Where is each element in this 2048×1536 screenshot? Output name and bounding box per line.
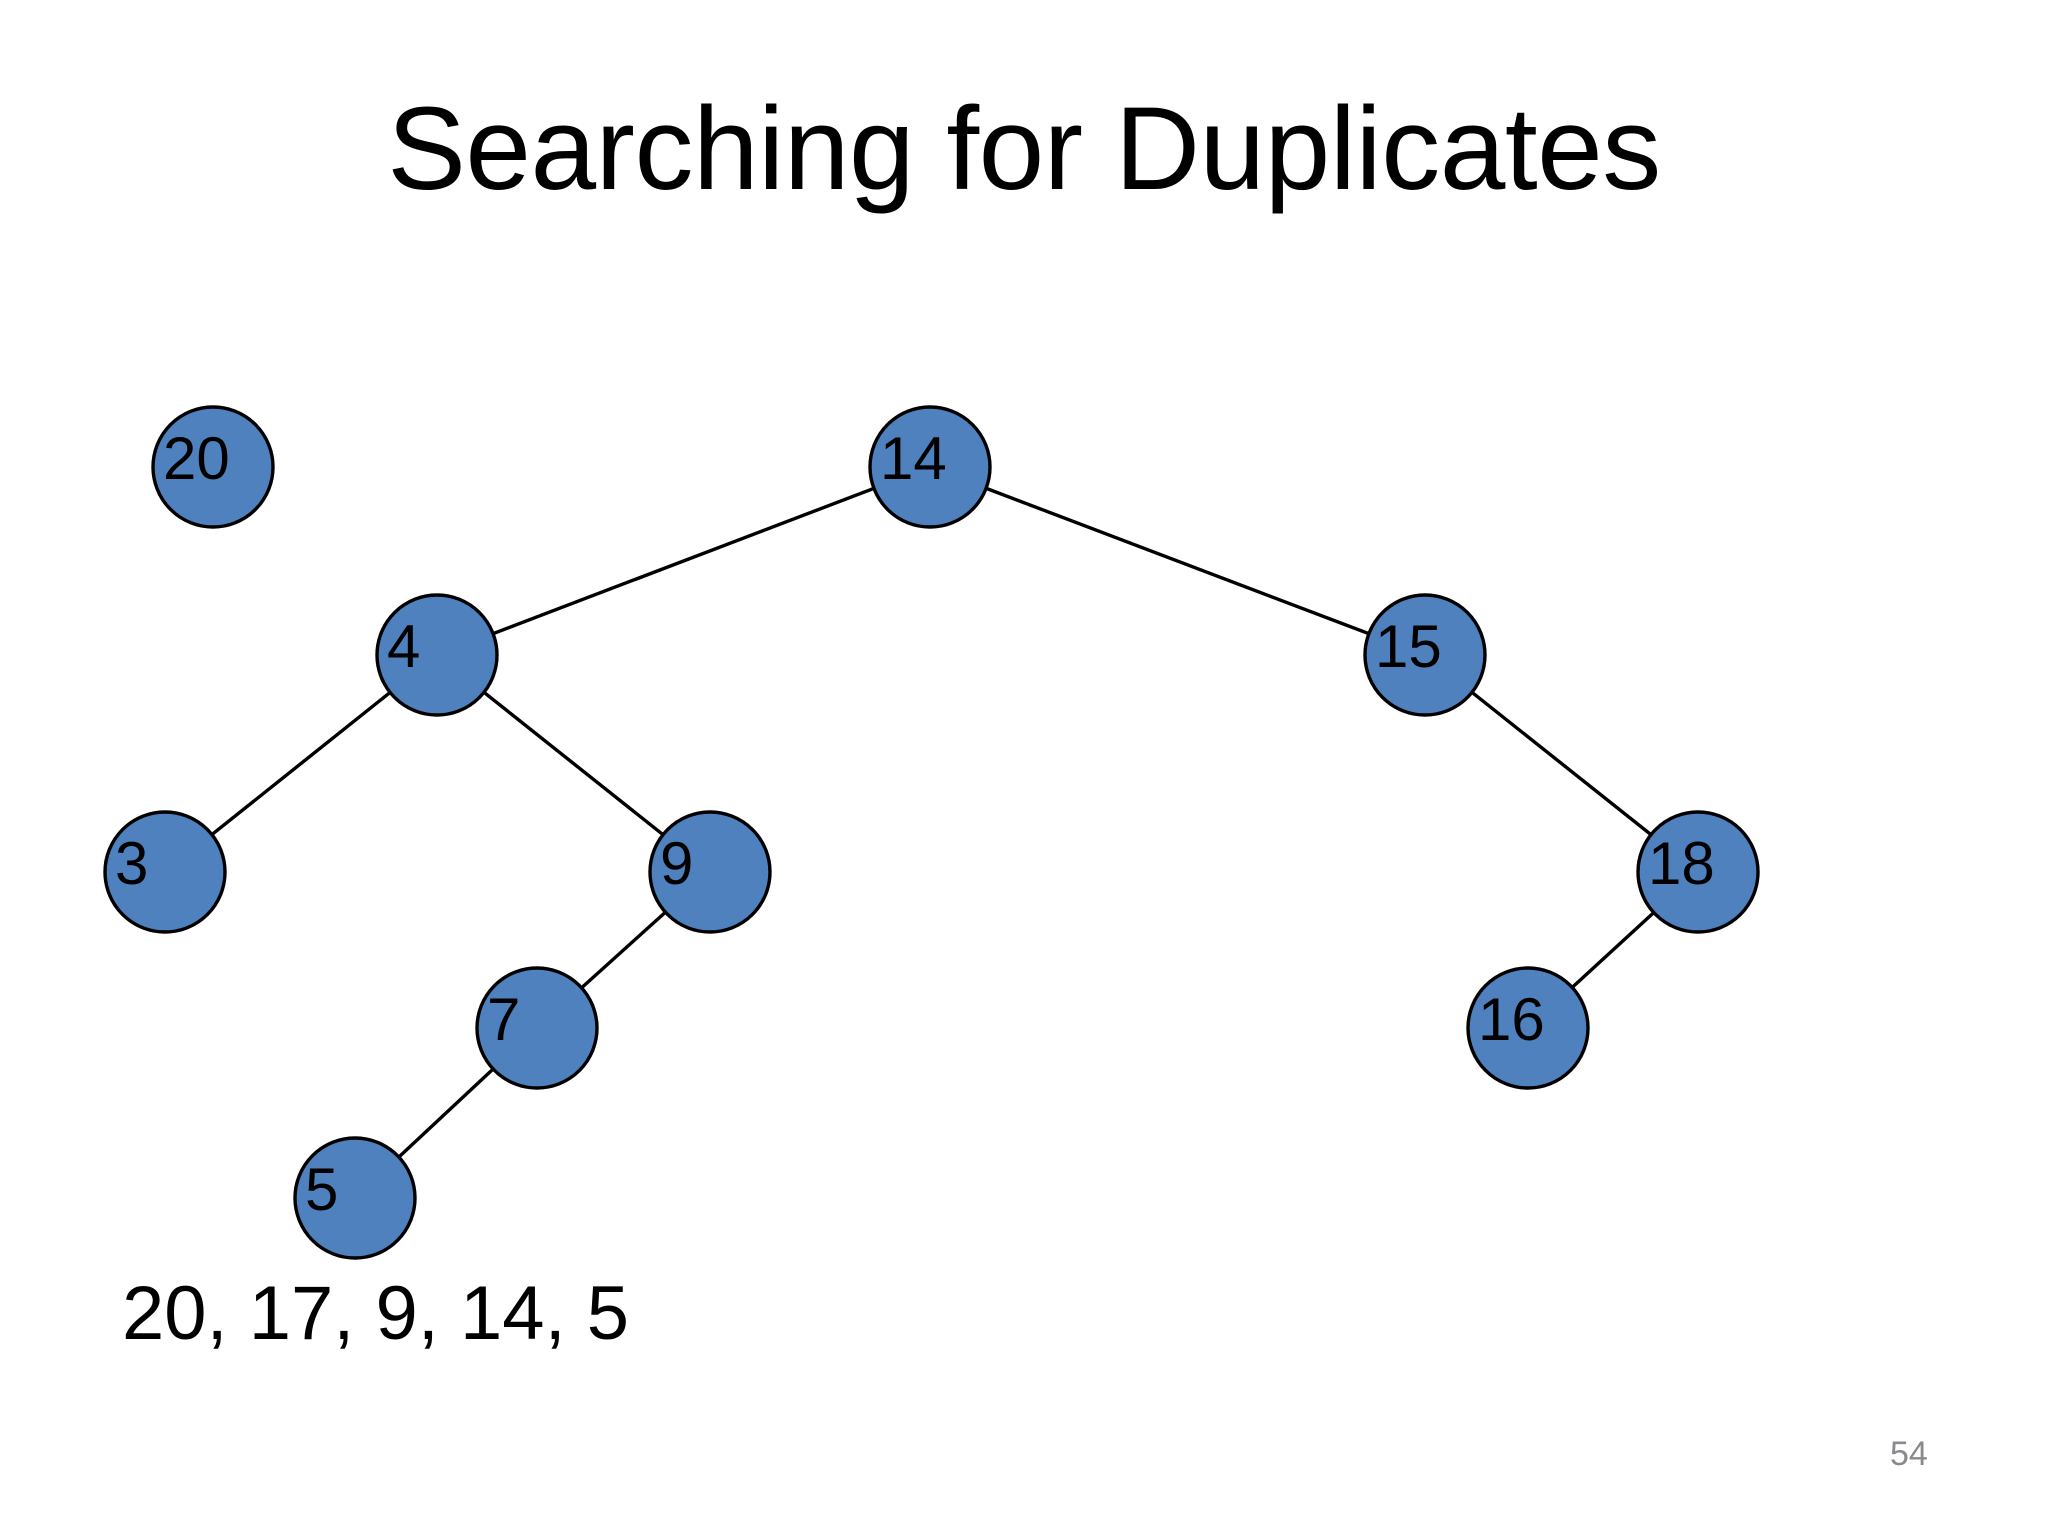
tree-node-circle [648,810,772,934]
tree-node-16[interactable]: 16 [1466,966,1590,1090]
tree-node-circle [103,810,227,934]
tree-node-label: 16 [1478,986,1545,1053]
tree-node-label: 14 [880,425,947,492]
tree-node-circle [1636,810,1760,934]
tree-node-circle [375,593,499,717]
tree-node-label: 3 [115,830,148,897]
tree-edge-18-16 [1568,908,1658,992]
tree-edge-4-9 [479,688,668,839]
tree-node-9[interactable]: 9 [648,810,772,934]
tree-edge-14-15 [981,485,1374,637]
tree-edge-layer [207,485,1658,1162]
tree-node-layer: 20 14 4 15 3 9 18 7 16 5 [103,405,1760,1260]
tree-node-15[interactable]: 15 [1363,593,1487,717]
tree-edge-4-3 [207,688,395,839]
tree-node-14[interactable]: 14 [868,405,992,529]
tree-node-7[interactable]: 7 [475,966,599,1090]
tree-node-3[interactable]: 3 [103,810,227,934]
tree-node-circle [151,405,275,529]
tree-node-circle [868,405,992,529]
tree-node-circle [1466,966,1590,1090]
tree-edge-14-4 [488,485,879,637]
tree-node-label: 5 [305,1156,338,1223]
tree-node-label: 15 [1375,613,1442,680]
tree-node-18[interactable]: 18 [1636,810,1760,934]
page-number: 54 [1890,1435,1928,1473]
tree-node-circle [293,1136,417,1260]
tree-node-circle [1363,593,1487,717]
tree-node-5[interactable]: 5 [293,1136,417,1260]
tree-node-label: 20 [163,425,230,492]
tree-node-20[interactable]: 20 [151,405,275,529]
tree-node-4[interactable]: 4 [375,593,499,717]
tree-node-circle [475,966,599,1090]
tree-node-label: 9 [660,830,693,897]
page-title: Searching for Duplicates [387,83,1661,215]
tree-edge-15-18 [1467,688,1656,839]
tree-node-label: 4 [387,613,420,680]
tree-edge-7-5 [394,1064,498,1162]
tree-node-label: 7 [487,986,520,1053]
search-sequence-label: 20, 17, 9, 14, 5 [122,1271,630,1356]
tree-node-label: 18 [1648,830,1715,897]
tree-edge-9-7 [577,908,670,992]
